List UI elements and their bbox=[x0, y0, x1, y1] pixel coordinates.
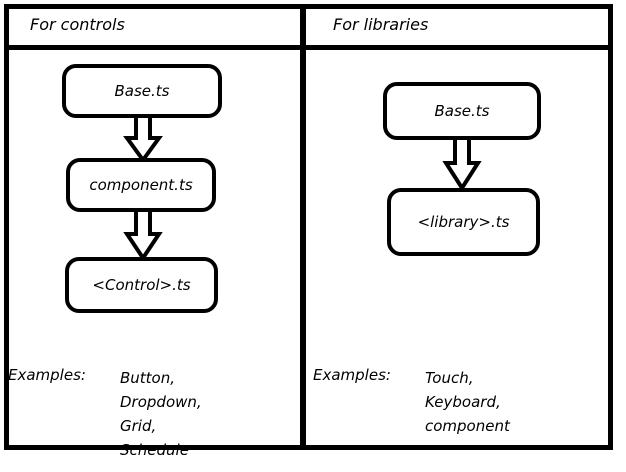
arrow-base-to-library bbox=[442, 138, 482, 190]
example-item: Dropdown, bbox=[120, 393, 202, 411]
examples-label-controls: Examples: bbox=[8, 366, 86, 384]
arrow-component-to-control bbox=[123, 210, 163, 260]
header-row-divider bbox=[4, 45, 613, 50]
examples-list-libraries: Touch, Keyboard, component bbox=[425, 366, 510, 438]
example-item: Button, bbox=[120, 369, 176, 387]
node-label: Base.ts bbox=[434, 101, 490, 120]
node-label: <Control>.ts bbox=[92, 275, 191, 294]
node-label: <library>.ts bbox=[417, 212, 510, 231]
node-component-ts: component.ts bbox=[66, 158, 216, 212]
column-header-controls: For controls bbox=[30, 15, 125, 34]
arrow-base-to-component bbox=[123, 116, 163, 162]
examples-label-libraries: Examples: bbox=[313, 366, 391, 384]
column-divider bbox=[300, 4, 306, 450]
example-item: Grid, bbox=[120, 417, 157, 435]
node-control-ts: <Control>.ts bbox=[65, 257, 218, 313]
example-item: Keyboard, bbox=[425, 393, 501, 411]
example-item: Touch, bbox=[425, 369, 474, 387]
example-item: Schedule bbox=[120, 441, 189, 459]
node-label: Base.ts bbox=[114, 81, 170, 100]
node-library-ts: <library>.ts bbox=[387, 188, 540, 256]
node-base-libraries: Base.ts bbox=[383, 82, 541, 140]
node-label: component.ts bbox=[89, 175, 193, 194]
column-header-libraries: For libraries bbox=[333, 15, 429, 34]
example-item: component bbox=[425, 417, 510, 435]
examples-list-controls: Button, Dropdown, Grid, Schedule bbox=[120, 366, 202, 462]
node-base-controls: Base.ts bbox=[62, 64, 222, 118]
